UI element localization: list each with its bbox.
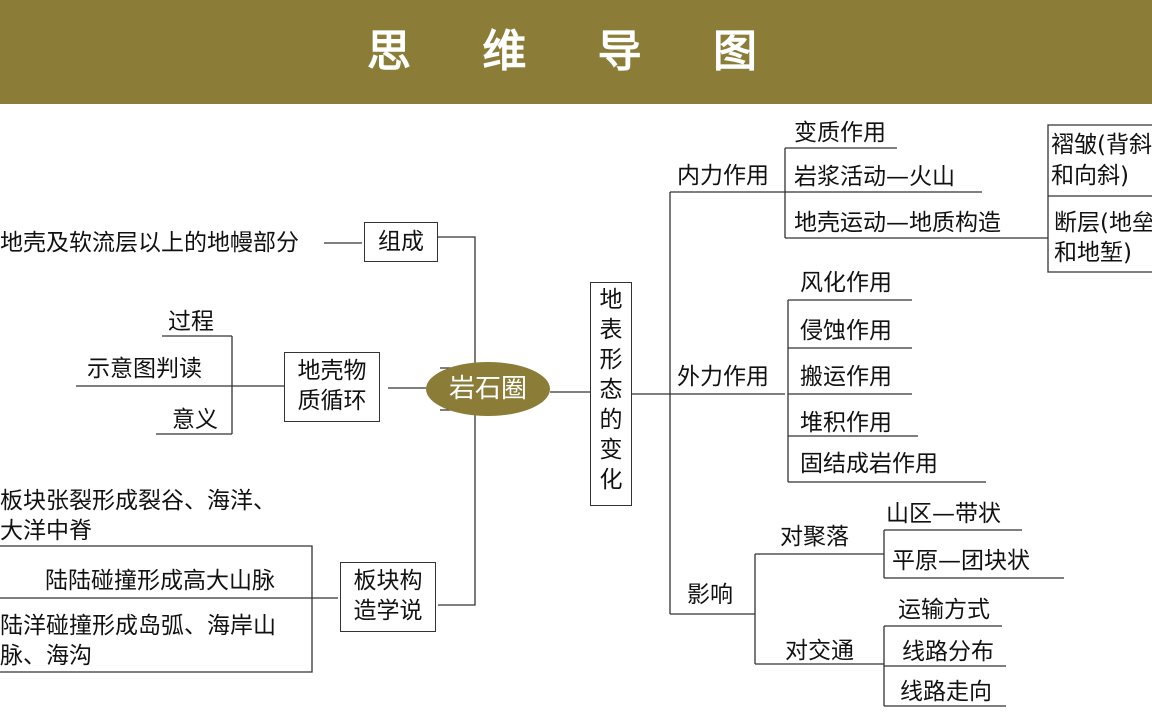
external-item-erosion: 侵蚀作用 <box>800 318 892 344</box>
page-title: 思 维 导 图 <box>367 26 785 77</box>
surface-char: 变 <box>599 437 623 463</box>
header-bar <box>0 0 1152 104</box>
structure-fault-line1: 断层(地垒 <box>1054 210 1152 236</box>
influence-label: 影响 <box>687 582 733 608</box>
plate-item-rifting-line1: 板块张裂形成裂谷、海洋、 <box>0 488 276 514</box>
settlement-item-plain: 平原—团块状 <box>892 548 1030 574</box>
surface-char: 表 <box>599 317 623 343</box>
structure-fold-line2: 和向斜) <box>1051 163 1129 189</box>
plate-item-ocean-collision-line1: 陆洋碰撞形成岛弧、海岸山 <box>0 613 276 639</box>
transport-item-direction: 线路走向 <box>900 679 992 705</box>
internal-item-metamorphism: 变质作用 <box>794 120 886 146</box>
transport-item-mode: 运输方式 <box>898 597 990 623</box>
surface-char: 态 <box>599 377 623 403</box>
center-node-rock-sphere: 岩石圈 <box>426 362 550 416</box>
internal-forces-label: 内力作用 <box>677 163 769 189</box>
settlement-label: 对聚落 <box>780 524 849 550</box>
surface-char: 形 <box>599 347 623 373</box>
composition-desc: 地壳及软流层以上的地幔部分 <box>0 230 299 256</box>
cycle-label-line2: 质循环 <box>297 388 367 414</box>
plate-label-line2: 造学说 <box>353 598 423 624</box>
crust-material-cycle-node: 地壳物 质循环 <box>284 352 380 422</box>
internal-item-volcano: 岩浆活动—火山 <box>794 164 955 190</box>
internal-item-crustal-movement: 地壳运动—地质构造 <box>794 210 1001 236</box>
composition-node: 组成 <box>364 222 438 262</box>
plate-label-line1: 板块构 <box>353 568 423 594</box>
transport-item-distribution: 线路分布 <box>902 639 994 665</box>
surface-char: 化 <box>599 467 623 493</box>
external-item-weathering: 风化作用 <box>800 270 892 296</box>
external-item-deposition: 堆积作用 <box>800 410 892 436</box>
plate-item-rifting-line2: 大洋中脊 <box>0 518 92 544</box>
cycle-item-significance: 意义 <box>172 407 218 433</box>
surface-char: 的 <box>599 407 623 433</box>
transport-label: 对交通 <box>785 638 854 664</box>
external-item-lithification: 固结成岩作用 <box>800 451 938 477</box>
plate-item-ocean-collision-line2: 脉、海沟 <box>0 643 92 669</box>
structure-fault-line2: 和地堑) <box>1054 240 1132 266</box>
external-forces-label: 外力作用 <box>677 364 769 390</box>
structure-fold-line1: 褶皱(背斜 <box>1051 132 1152 158</box>
cycle-label-line1: 地壳物 <box>297 358 367 384</box>
plate-item-continental-collision: 陆陆碰撞形成高大山脉 <box>45 568 275 594</box>
surface-char: 地 <box>599 287 623 313</box>
plate-tectonics-node: 板块构 造学说 <box>340 562 436 632</box>
surface-change-node: 地 表 形 态 的 变 化 <box>590 282 632 506</box>
settlement-item-mountain: 山区—带状 <box>886 501 1001 527</box>
external-item-transport: 搬运作用 <box>800 364 892 390</box>
cycle-item-diagram-reading: 示意图判读 <box>87 356 202 382</box>
cycle-item-process: 过程 <box>168 309 214 335</box>
